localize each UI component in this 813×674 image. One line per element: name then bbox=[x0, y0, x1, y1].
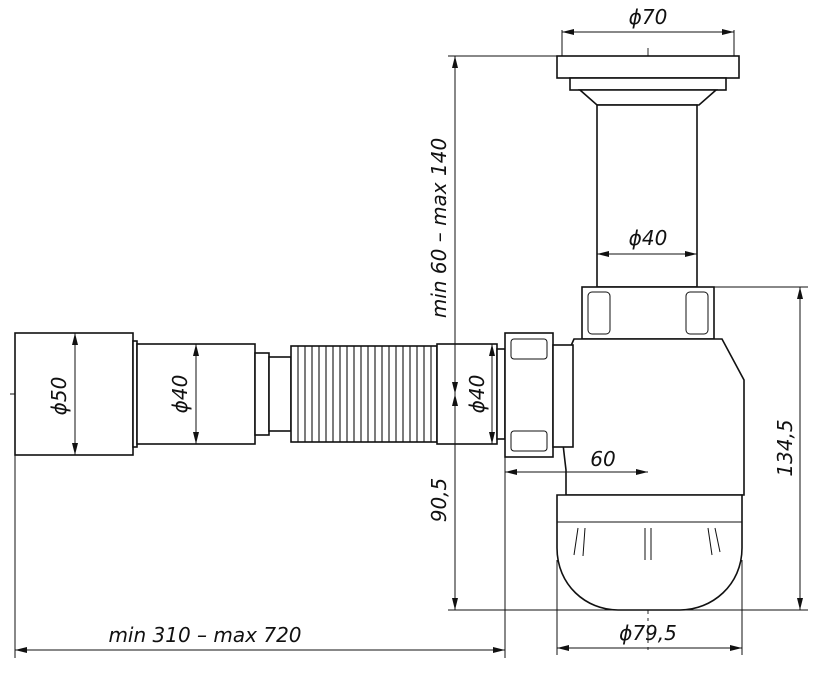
vertical-pipe-assembly bbox=[556, 55, 740, 340]
corrugation-ribs bbox=[297, 346, 432, 442]
label-length-range: min 310 – max 720 bbox=[108, 623, 301, 647]
label-pipe-diameter-horizontal: ϕ40 bbox=[168, 375, 192, 414]
label-outlet-offset: 60 bbox=[590, 447, 615, 471]
label-flange-diameter: ϕ70 bbox=[629, 5, 668, 29]
label-outlet-diameter: ϕ40 bbox=[465, 375, 489, 414]
label-trap-height: 134,5 bbox=[773, 419, 797, 476]
label-height-range: min 60 – max 140 bbox=[427, 138, 451, 318]
dimension-labels: ϕ70 ϕ40 min 60 – max 140 ϕ50 ϕ40 ϕ40 60 … bbox=[47, 5, 797, 647]
label-outlet-height: 90,5 bbox=[427, 478, 451, 523]
horizontal-pipe-assembly bbox=[14, 332, 506, 456]
dimension-lines bbox=[14, 29, 808, 658]
trap-body bbox=[504, 332, 745, 611]
label-bowl-diameter: ϕ79,5 bbox=[619, 621, 677, 645]
label-pipe-diameter-vertical: ϕ40 bbox=[629, 226, 668, 250]
label-inlet-diameter: ϕ50 bbox=[47, 377, 71, 416]
